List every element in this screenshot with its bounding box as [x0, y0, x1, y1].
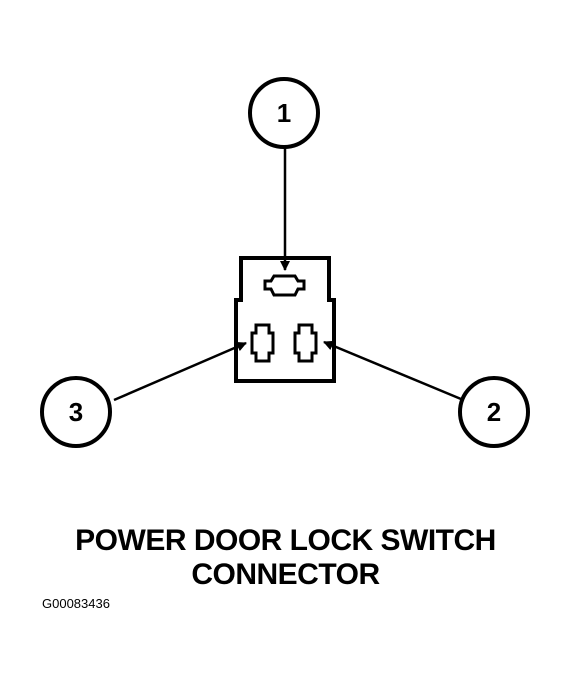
- callout-3: 3: [40, 376, 112, 448]
- callout-2-label: 2: [487, 397, 501, 427]
- callout-3-label: 3: [69, 397, 83, 427]
- diagram-caption: POWER DOOR LOCK SWITCH CONNECTOR: [0, 524, 571, 592]
- callout-1: 1: [248, 77, 320, 149]
- figure-id: G00083436: [42, 596, 110, 611]
- caption-line-2: CONNECTOR: [191, 558, 380, 591]
- caption-line-1: POWER DOOR LOCK SWITCH: [75, 524, 496, 557]
- terminal-3: [250, 323, 275, 363]
- terminal-2: [293, 323, 318, 363]
- leader-line-3: [113, 341, 247, 402]
- callout-1-label: 1: [277, 98, 291, 128]
- connector-housing: [234, 256, 336, 383]
- leader-line-2: [323, 340, 462, 401]
- callout-2: 2: [458, 376, 530, 448]
- terminal-1: [263, 274, 306, 297]
